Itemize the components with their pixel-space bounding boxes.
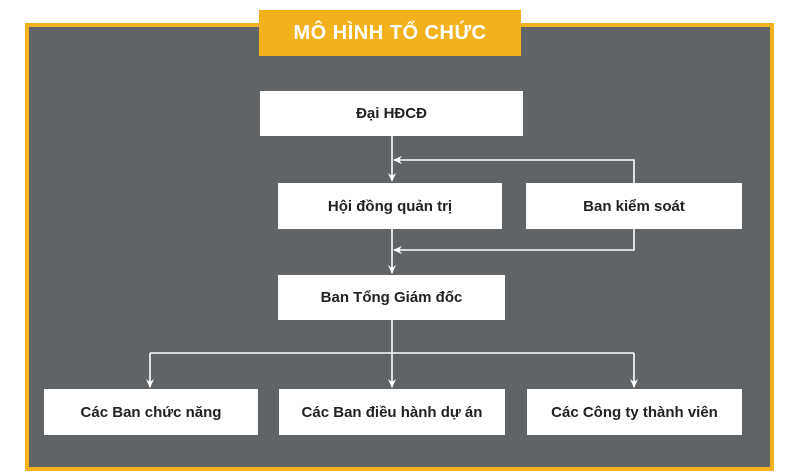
node-general-meeting: Đại HĐCĐ (260, 91, 523, 136)
node-supervisory-board: Ban kiểm soát (526, 183, 742, 229)
node-board-of-directors: Hội đồng quản trị (278, 183, 502, 229)
node-project-management: Các Ban điều hành dự án (279, 389, 505, 435)
node-member-companies: Các Công ty thành viên (527, 389, 742, 435)
diagram-title: MÔ HÌNH TỔ CHỨC (259, 10, 521, 56)
connector-supervisory-to-management (393, 229, 635, 254)
connector-supervisory-to-meeting (393, 156, 635, 183)
node-general-management: Ban Tổng Giám đốc (278, 275, 505, 320)
node-functional-departments: Các Ban chức năng (44, 389, 258, 435)
